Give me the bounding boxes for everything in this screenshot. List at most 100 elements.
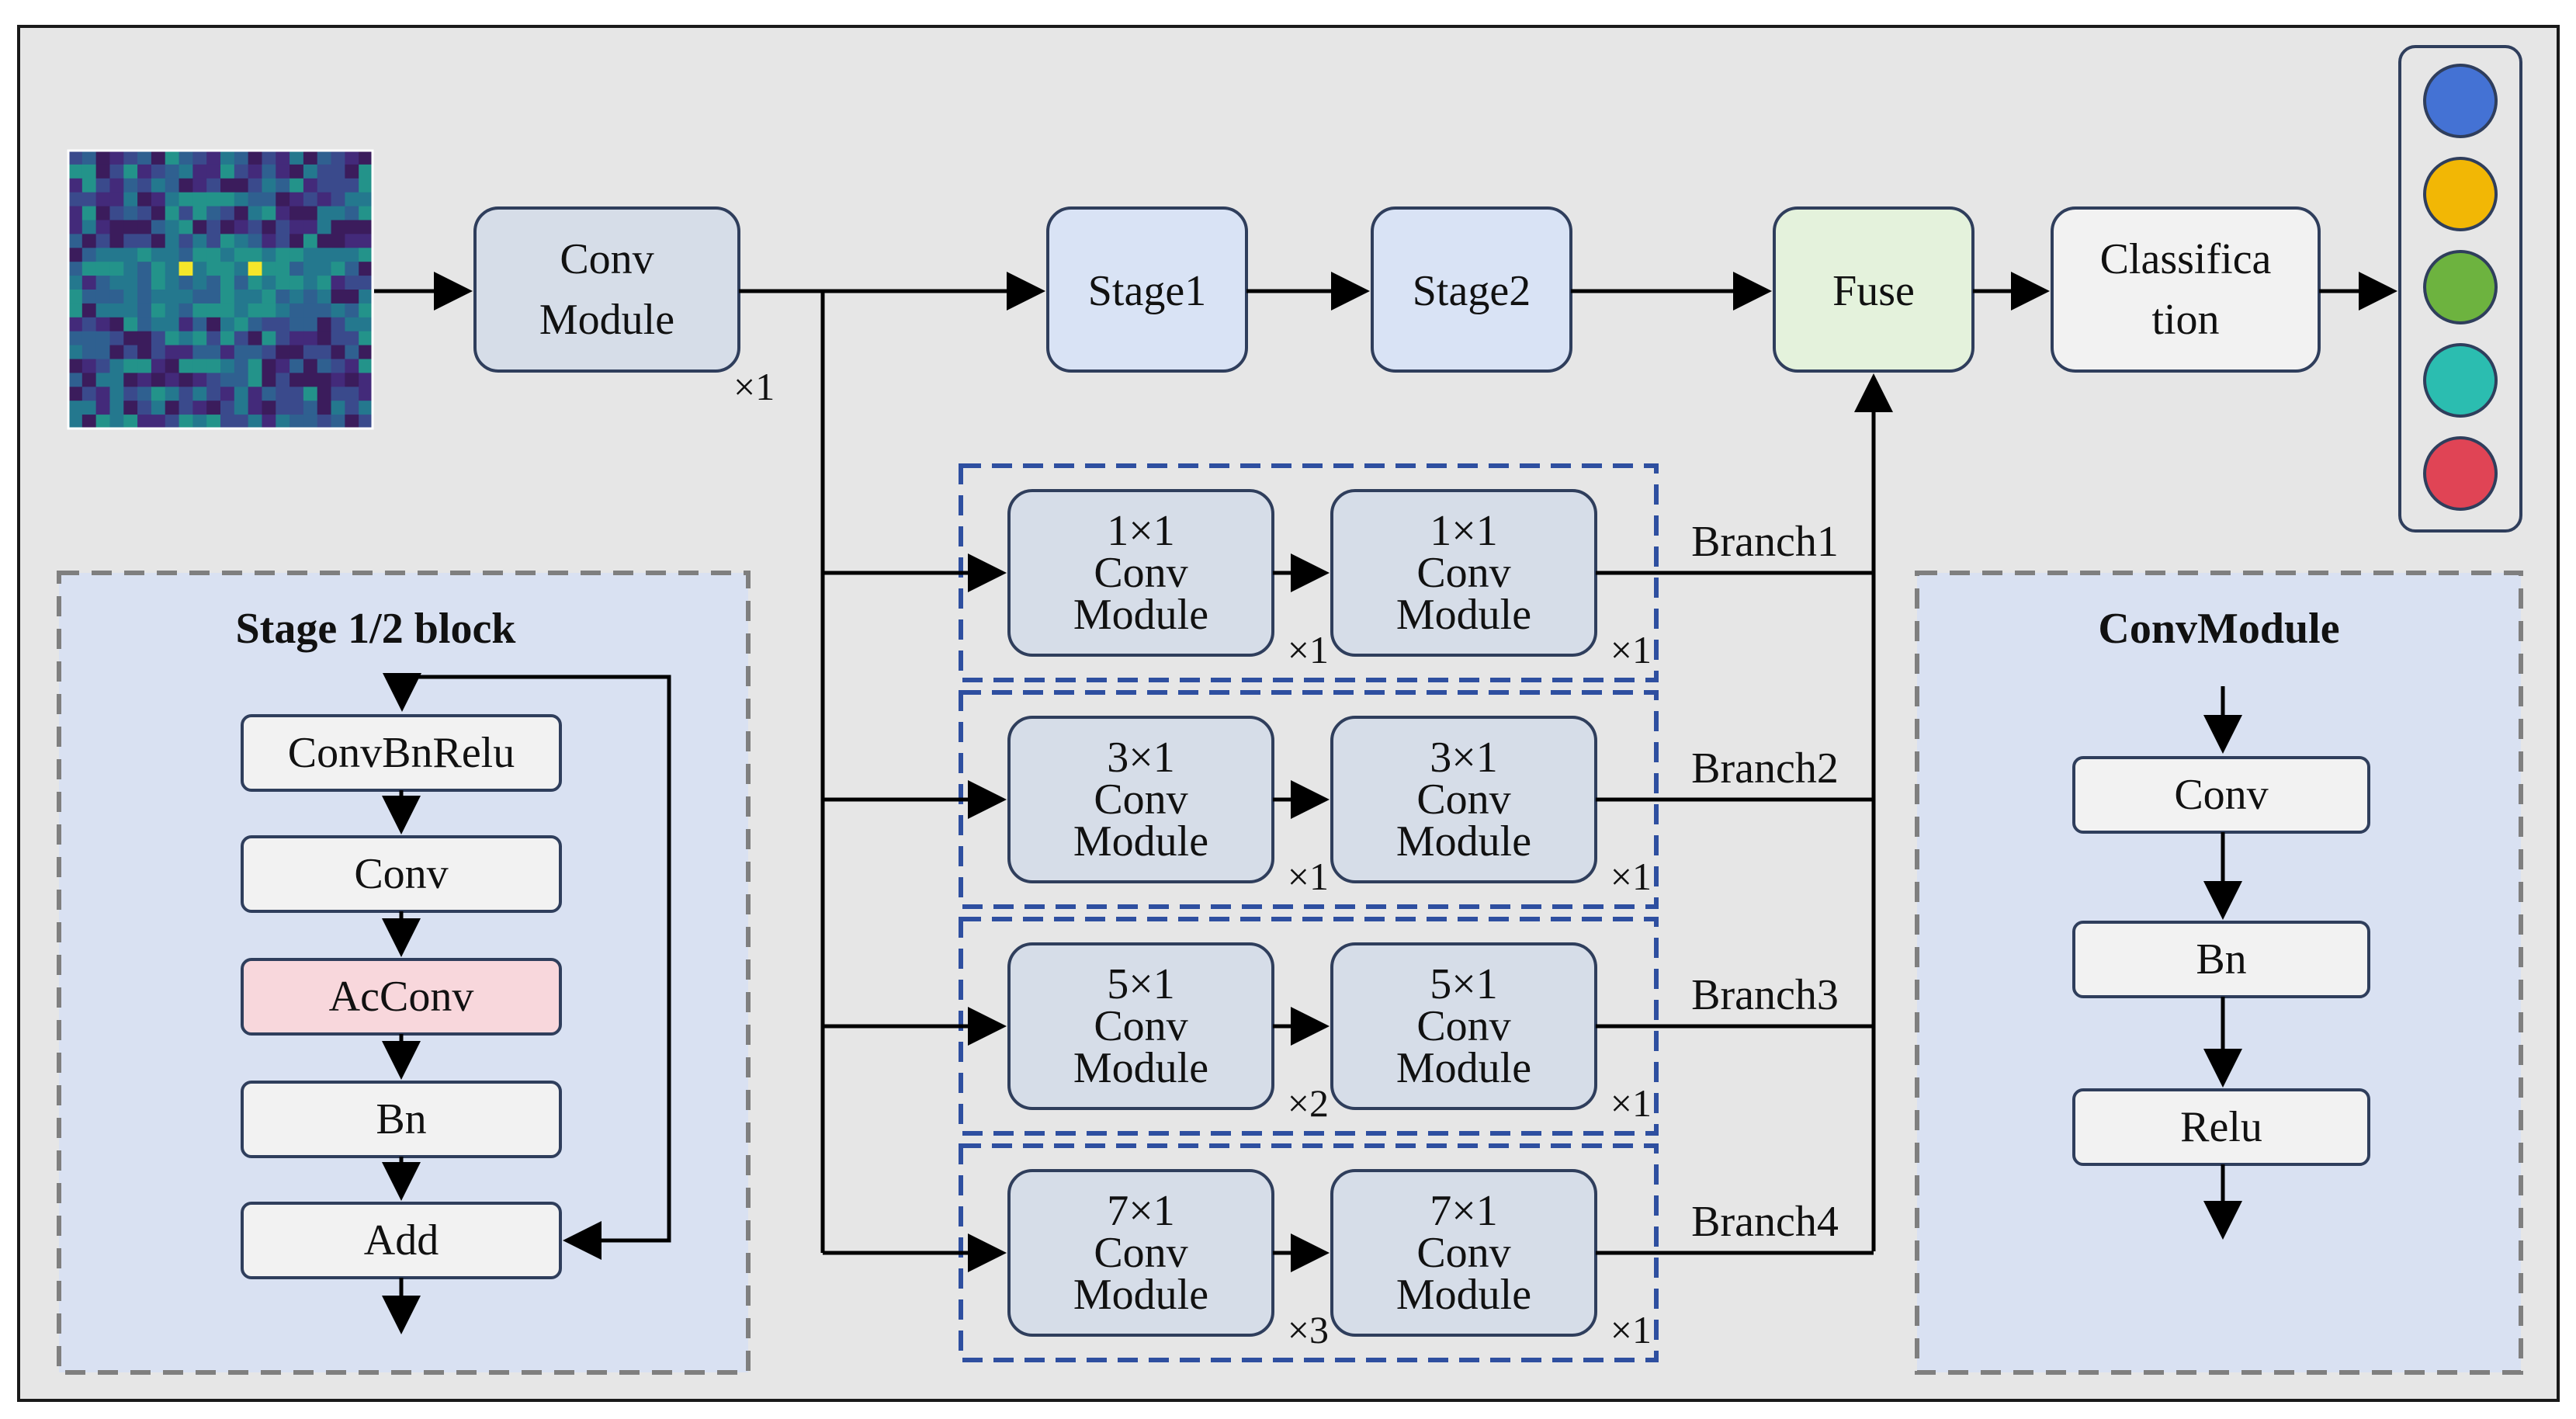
heatmap-cell — [234, 303, 249, 318]
heatmap-cell — [151, 164, 166, 179]
heatmap-cell — [81, 373, 97, 387]
heatmap-cell — [206, 151, 221, 165]
heatmap-cell — [345, 220, 359, 234]
heatmap-cell — [179, 387, 193, 401]
heatmap-cell — [359, 387, 373, 401]
heatmap-cell — [317, 234, 332, 248]
branch-module-label-line2: Module — [1073, 1271, 1208, 1319]
branch-label: Branch2 — [1691, 744, 1839, 793]
heatmap-cell — [137, 248, 152, 262]
heatmap-cell — [68, 331, 83, 346]
heatmap-cell — [165, 234, 180, 248]
heatmap-cell — [317, 387, 332, 401]
branch-kernel-label: 1×1 — [1430, 507, 1498, 555]
heatmap-cell — [165, 303, 180, 318]
heatmap-cell — [262, 401, 276, 415]
heatmap-cell — [137, 373, 152, 387]
heatmap-cell — [206, 331, 221, 346]
heatmap-cell — [137, 220, 152, 234]
stage-block-step-label: ConvBnRelu — [288, 729, 515, 777]
heatmap-cell — [289, 164, 304, 179]
stage-block-step-label: Conv — [354, 850, 448, 898]
heatmap-cell — [220, 317, 235, 332]
heatmap-cell — [151, 345, 166, 360]
heatmap-cell — [151, 206, 166, 221]
heatmap-cell — [234, 401, 249, 415]
heatmap-cell — [359, 373, 373, 387]
heatmap-cell — [137, 262, 152, 276]
heatmap-cell — [192, 234, 207, 248]
branch-module-label-line1: Conv — [1094, 1002, 1187, 1050]
heatmap-cell — [317, 192, 332, 207]
heatmap-cell — [359, 220, 373, 234]
branch-kernel-label: 5×1 — [1430, 960, 1498, 1008]
heatmap-cell — [81, 415, 97, 429]
heatmap-cell — [165, 415, 180, 429]
heatmap-cell — [248, 178, 263, 193]
heatmap-cell — [151, 178, 166, 193]
heatmap-cell — [206, 276, 221, 290]
heatmap-cell — [234, 415, 249, 429]
heatmap-cell — [95, 178, 111, 193]
branch-kernel-label: 7×1 — [1107, 1187, 1175, 1235]
heatmap-cell — [95, 164, 111, 179]
heatmap-cell — [206, 290, 221, 304]
heatmap-cell — [359, 345, 373, 360]
convmodule-detail-title: ConvModule — [2098, 605, 2339, 653]
heatmap-cell — [206, 387, 221, 401]
heatmap-cell — [179, 192, 193, 207]
heatmap-cell — [303, 192, 318, 207]
heatmap-cell — [151, 415, 166, 429]
heatmap-cell — [165, 151, 180, 165]
heatmap-cell — [262, 387, 276, 401]
branch-module-label-line1: Conv — [1094, 1229, 1187, 1277]
output-class-circle — [2423, 436, 2498, 511]
heatmap-cell — [220, 164, 235, 179]
heatmap-cell — [317, 220, 332, 234]
stage2-box: Stage2 — [1371, 206, 1572, 373]
heatmap-cell — [68, 151, 83, 165]
heatmap-cell — [165, 164, 180, 179]
heatmap-cell — [276, 303, 290, 318]
heatmap-cell — [151, 234, 166, 248]
conv-module-box: Conv Module — [473, 206, 740, 373]
heatmap-cell — [68, 262, 83, 276]
heatmap-cell — [234, 206, 249, 221]
branch-label: Branch3 — [1691, 971, 1839, 1019]
heatmap-cell — [192, 317, 207, 332]
heatmap-cell — [317, 401, 332, 415]
heatmap-cell — [331, 373, 345, 387]
heatmap-cell — [234, 317, 249, 332]
heatmap-cell — [165, 331, 180, 346]
heatmap-cell — [137, 415, 152, 429]
heatmap-cell — [331, 303, 345, 318]
heatmap-cell — [81, 151, 97, 165]
stage1-label: Stage1 — [1088, 267, 1206, 315]
heatmap-cell — [359, 262, 373, 276]
heatmap-cell — [303, 248, 318, 262]
heatmap-cell — [206, 248, 221, 262]
heatmap-cell — [165, 276, 180, 290]
heatmap-cell — [192, 276, 207, 290]
heatmap-cell — [137, 331, 152, 346]
heatmap-cell — [192, 303, 207, 318]
heatmap-cell — [220, 373, 235, 387]
heatmap-cell — [248, 359, 263, 373]
heatmap-cell — [220, 248, 235, 262]
heatmap-cell — [123, 415, 138, 429]
heatmap-cell — [289, 373, 304, 387]
heatmap-cell — [179, 290, 193, 304]
heatmap-cell — [248, 262, 262, 276]
convmodule-step-label: Relu — [2180, 1103, 2262, 1151]
heatmap-cell — [165, 192, 180, 207]
heatmap-cell — [276, 317, 290, 332]
heatmap-cell — [137, 345, 152, 360]
heatmap-cell — [303, 151, 318, 165]
heatmap-cell — [220, 303, 235, 318]
heatmap-cell — [68, 234, 83, 248]
heatmap-cell — [303, 373, 318, 387]
heatmap-cell — [179, 164, 193, 179]
heatmap-cell — [81, 164, 97, 179]
